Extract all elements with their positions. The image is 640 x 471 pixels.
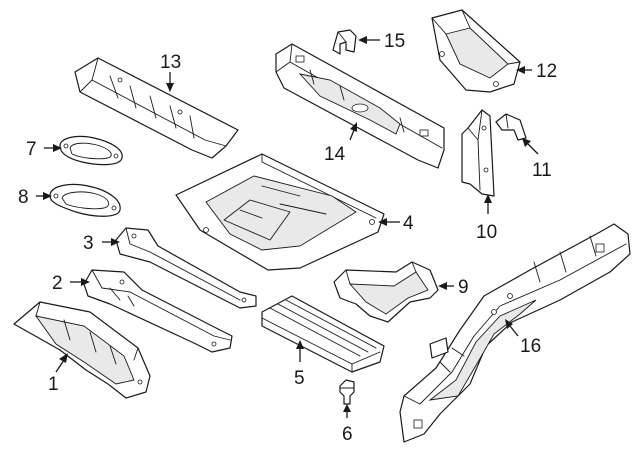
- part-3-reinforcement: [115, 227, 257, 309]
- callout-label-14: 14: [324, 144, 346, 165]
- part-4-floor-panel: [175, 153, 385, 271]
- callout-label-7: 7: [26, 139, 37, 160]
- callout-label-13: 13: [160, 52, 181, 73]
- callout-label-15: 15: [384, 31, 405, 52]
- callout-14: 14: [324, 122, 357, 165]
- callout-5: 5: [294, 340, 305, 389]
- callout-6: 6: [342, 404, 353, 445]
- part-8-gasket: [49, 183, 121, 217]
- part-9-bracket: [333, 261, 439, 323]
- part-1-floor-side-panel: [13, 301, 151, 399]
- part-7-gasket: [59, 135, 123, 166]
- callout-label-10: 10: [476, 222, 497, 243]
- callout-label-2: 2: [52, 273, 63, 294]
- part-10-bracket: [461, 109, 495, 197]
- callout-label-3: 3: [83, 233, 94, 254]
- part-6-clip: [339, 379, 355, 405]
- callout-11: 11: [522, 138, 552, 181]
- part-5-channel: [261, 295, 385, 373]
- callout-10: 10: [476, 194, 497, 243]
- callout-label-5: 5: [294, 368, 305, 389]
- callout-label-1: 1: [48, 374, 59, 395]
- callout-12: 12: [516, 61, 557, 82]
- callout-label-8: 8: [18, 187, 29, 208]
- callout-8: 8: [18, 187, 52, 208]
- callouts: 1 2 3 4 5 6 7: [18, 31, 557, 445]
- callout-label-9: 9: [458, 277, 469, 298]
- part-16-side-rail: [399, 223, 631, 443]
- part-2-cross-member: [83, 269, 233, 353]
- callout-4: 4: [378, 213, 414, 234]
- callout-label-12: 12: [536, 61, 557, 82]
- callout-1: 1: [48, 353, 68, 395]
- callout-9: 9: [438, 277, 469, 298]
- part-11-bracket: [495, 113, 527, 141]
- part-12-bracket: [431, 9, 521, 93]
- callout-2: 2: [52, 273, 90, 294]
- callout-3: 3: [83, 233, 120, 254]
- callout-label-16: 16: [520, 336, 541, 357]
- callout-15: 15: [358, 31, 405, 52]
- callout-7: 7: [26, 139, 62, 160]
- part-13-cross-member: [74, 57, 239, 159]
- callout-label-6: 6: [342, 424, 353, 445]
- callout-16: 16: [505, 319, 541, 357]
- part-14-rear-panel: [275, 43, 445, 169]
- part-15-bracket: [332, 29, 357, 55]
- callout-13: 13: [160, 52, 181, 92]
- callout-label-4: 4: [403, 213, 414, 234]
- callout-label-11: 11: [532, 160, 552, 181]
